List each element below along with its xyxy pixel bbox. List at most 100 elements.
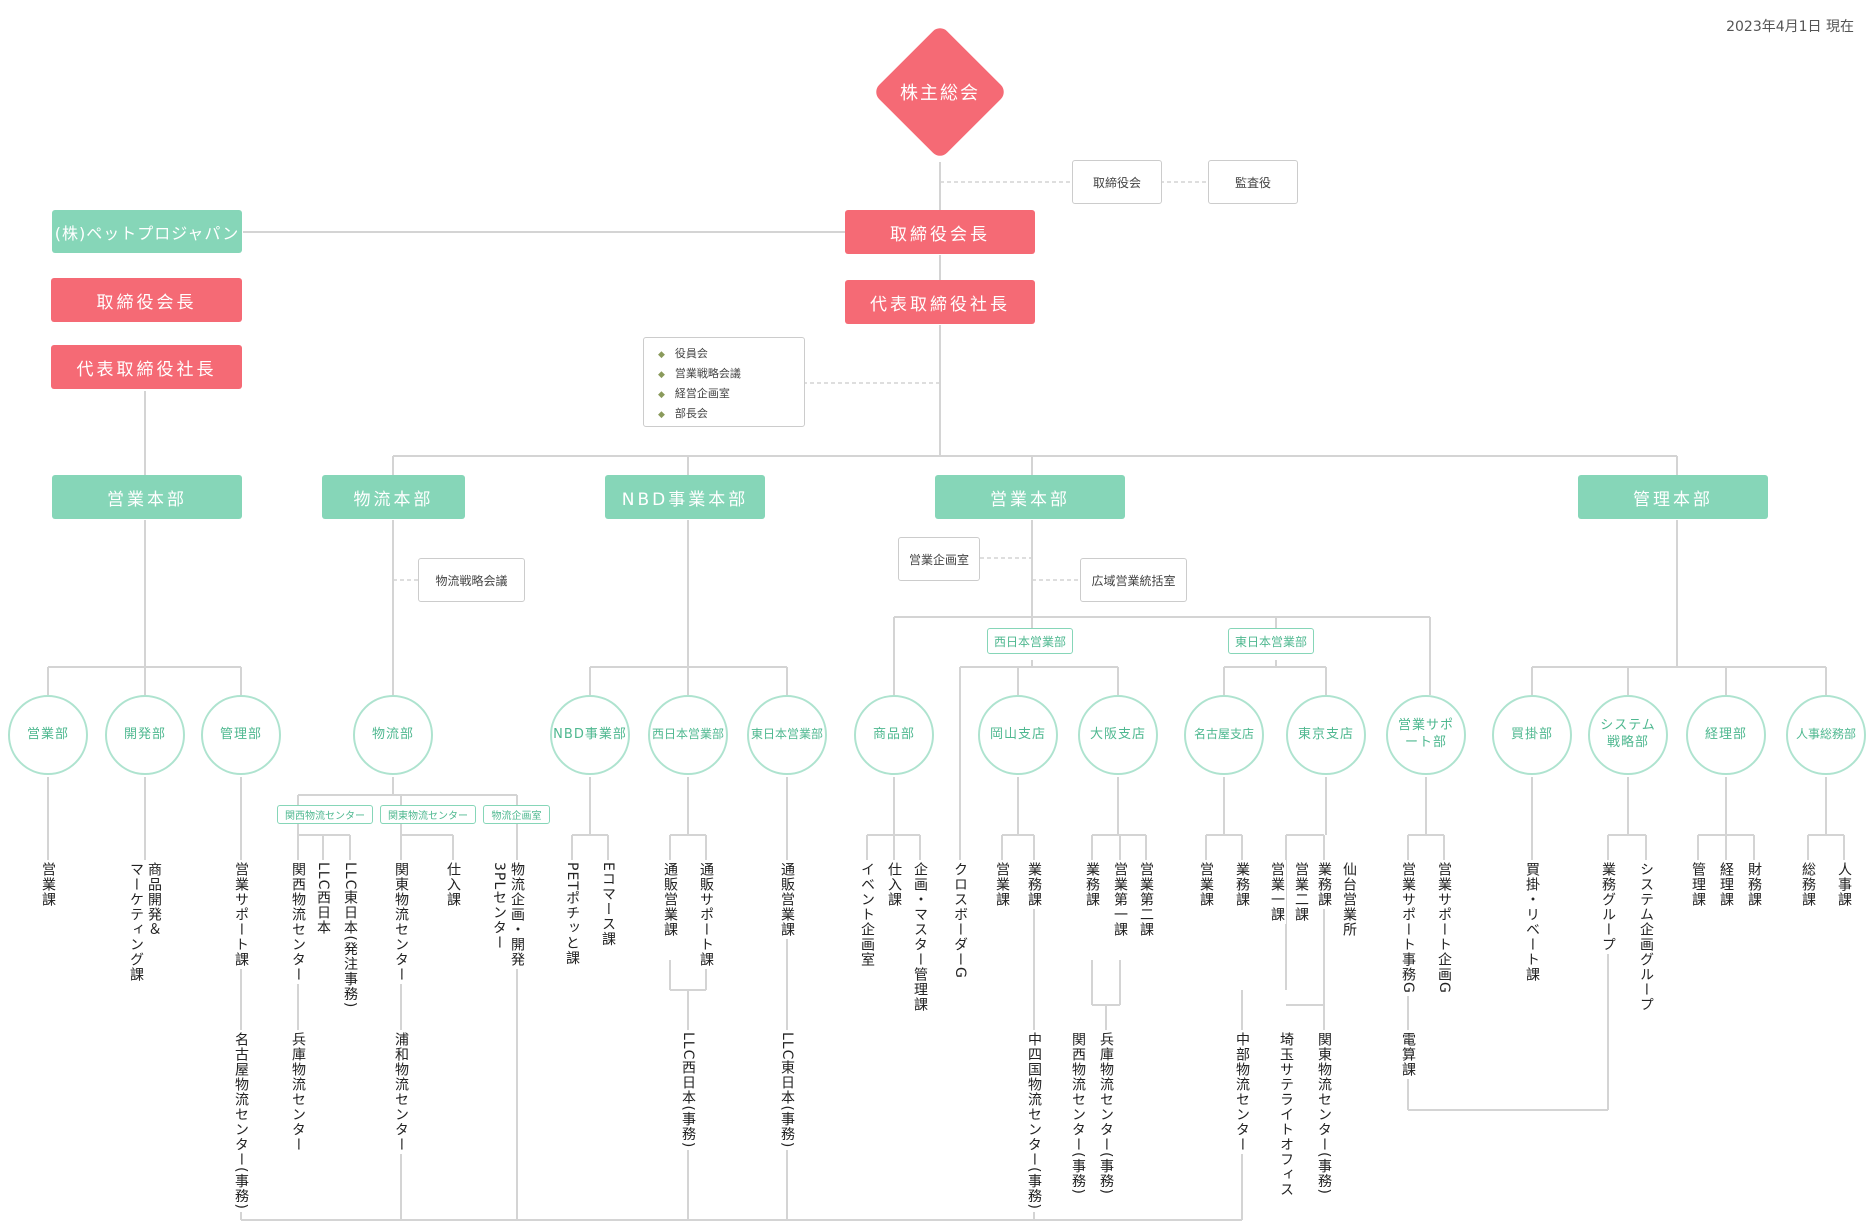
section-label: 企画・マスター管理課	[911, 860, 929, 1014]
logistics-planning-room-tag: 物流企画室	[483, 805, 550, 824]
section-label: 業務課	[1083, 860, 1101, 909]
east-japan-sales-group-tag: 東日本営業部	[1228, 628, 1314, 654]
site-label: 中部物流センター	[1233, 1030, 1251, 1154]
section-label: 3PLセンター	[490, 860, 508, 953]
section-label: 総務課	[1799, 860, 1817, 909]
section-label: イベント企画室	[858, 860, 876, 969]
kanto-logistics-center-tag: 関東物流センター	[380, 805, 476, 824]
section-label: 営業第二課	[1137, 860, 1155, 939]
meeting-item: 営業戦略会議	[658, 364, 790, 384]
regional-sales-room-box: 広域営業統括室	[1080, 558, 1187, 602]
logistics-council-box: 物流戦略会議	[418, 558, 525, 602]
section-label: 仙台営業所	[1340, 860, 1358, 939]
subsidiary-chairman-box: 取締役会長	[51, 278, 242, 322]
section-label: 関東物流センター	[392, 860, 410, 984]
section-label: 営業課	[993, 860, 1011, 909]
site-label: LLC西日本(事務)	[679, 1030, 697, 1151]
site-label: 浦和物流センター	[392, 1030, 410, 1154]
section-label: 営業サポート課	[232, 860, 250, 969]
dept-circle-osaka: 大阪支店	[1078, 695, 1158, 775]
as-of-date: 2023年4月1日 現在	[1726, 19, 1854, 35]
dept-circle-system-strategy: システム戦略部	[1588, 695, 1668, 775]
site-label: 埼玉サテライトオフィス	[1277, 1030, 1295, 1199]
section-label: PETポチッと課	[563, 860, 581, 968]
section-label: システム企画グループ	[1637, 860, 1655, 1014]
section-label: 営業サポート事務G	[1399, 860, 1417, 996]
section-label: 営業課	[1197, 860, 1215, 909]
section-label: 通販サポート課	[697, 860, 715, 969]
section-label: 営業第一課	[1111, 860, 1129, 939]
dept-circle-sales: 営業部	[8, 695, 88, 775]
site-label: 中四国物流センター(事務)	[1025, 1030, 1043, 1212]
sales-division: 営業本部	[935, 475, 1125, 519]
section-label: 物流企画・開発	[508, 860, 526, 969]
site-label: 関東物流センター(事務)	[1315, 1030, 1333, 1197]
logistics-division: 物流本部	[322, 475, 465, 519]
meeting-item: 役員会	[658, 344, 790, 364]
section-label: 仕入課	[885, 860, 903, 909]
kansai-logistics-center-tag: 関西物流センター	[277, 805, 373, 824]
dept-circle-tokyo: 東京支店	[1286, 695, 1366, 775]
nbd-division: NBD事業本部	[605, 475, 765, 519]
dept-circle-development: 開発部	[105, 695, 185, 775]
site-label: 電算課	[1399, 1030, 1417, 1079]
section-label: 関西物流センター	[289, 860, 307, 984]
section-label: 業務グループ	[1599, 860, 1617, 954]
dept-circle-okayama: 岡山支店	[978, 695, 1058, 775]
section-label: 人事課	[1835, 860, 1853, 909]
section-label: 営業一課	[1268, 860, 1286, 924]
admin-division: 管理本部	[1578, 475, 1768, 519]
section-label: マーケティング課	[127, 860, 145, 984]
dept-circle-admin: 管理部	[201, 695, 281, 775]
section-label: 管理課	[1689, 860, 1707, 909]
dept-circle-purchasing: 買掛部	[1492, 695, 1572, 775]
section-label: LLC東日本(発注事務)	[341, 860, 359, 1011]
dept-circle-nbd-west: 西日本営業部	[648, 695, 728, 775]
shareholders-meeting-label: 株主総会	[900, 83, 980, 104]
dept-circle-nagoya: 名古屋支店	[1184, 695, 1264, 775]
meeting-item: 部長会	[658, 404, 790, 424]
section-label: 商品開発＆	[145, 860, 163, 939]
executive-meetings-box: 役員会 営業戦略会議 経営企画室 部長会	[643, 337, 805, 427]
site-label: 名古屋物流センター(事務)	[232, 1030, 250, 1212]
site-label: LLC東日本(事務)	[778, 1030, 796, 1151]
section-label: Eコマース課	[599, 860, 617, 949]
meeting-item: 経営企画室	[658, 384, 790, 404]
dept-circle-sales-support: 営業サポート部	[1386, 695, 1466, 775]
section-label: 業務課	[1315, 860, 1333, 909]
section-label: 業務課	[1233, 860, 1251, 909]
dept-circle-nbd: NBD事業部	[550, 695, 630, 775]
subsidiary-president-box: 代表取締役社長	[51, 345, 242, 389]
sales-planning-room-box: 営業企画室	[898, 537, 980, 581]
section-label: 営業サポート企画G	[1435, 860, 1453, 996]
west-japan-sales-group-tag: 西日本営業部	[987, 628, 1073, 654]
dept-circle-hr-general: 人事総務部	[1786, 695, 1866, 775]
dept-circle-nbd-east: 東日本営業部	[747, 695, 827, 775]
section-label: クロスボーダーG	[951, 860, 969, 981]
dept-circle-accounting: 経理部	[1686, 695, 1766, 775]
section-label: 仕入課	[444, 860, 462, 909]
dept-circle-products: 商品部	[854, 695, 934, 775]
board-of-directors-box: 取締役会	[1072, 160, 1162, 204]
site-label: 関西物流センター(事務)	[1069, 1030, 1087, 1197]
subsidiary-company-box: (株)ペットプロジャパン	[52, 210, 242, 253]
section-label: 営業課	[39, 860, 57, 909]
president-box: 代表取締役社長	[845, 280, 1035, 324]
section-label: 通販営業課	[778, 860, 796, 939]
section-label: 営業二課	[1292, 860, 1310, 924]
section-label: LLC西日本	[314, 860, 332, 938]
subsidiary-sales-division: 営業本部	[52, 475, 242, 519]
section-label: 通販営業課	[661, 860, 679, 939]
dept-circle-logistics: 物流部	[353, 695, 433, 775]
section-label: 業務課	[1025, 860, 1043, 909]
chairman-box: 取締役会長	[845, 210, 1035, 254]
site-label: 兵庫物流センター(事務)	[1097, 1030, 1115, 1197]
section-label: 財務課	[1745, 860, 1763, 909]
section-label: 経理課	[1717, 860, 1735, 909]
auditor-box: 監査役	[1208, 160, 1298, 204]
section-label: 買掛・リベート課	[1523, 860, 1541, 984]
site-label: 兵庫物流センター	[289, 1030, 307, 1154]
shareholders-meeting: 株主総会	[870, 22, 1010, 162]
